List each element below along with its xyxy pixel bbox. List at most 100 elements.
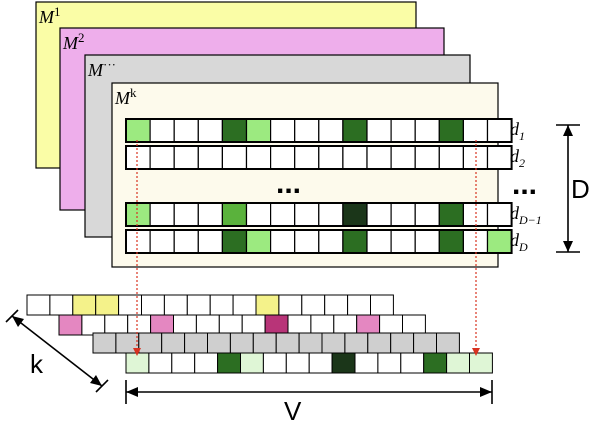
vector-cell	[81, 314, 106, 336]
embedding-vector	[26, 294, 394, 316]
embedding-vector	[92, 332, 460, 354]
matrix-cell	[173, 145, 199, 170]
row-label-subscript: D	[518, 240, 528, 254]
d-down-arrowhead	[563, 241, 573, 252]
matrix-cell	[318, 145, 344, 170]
matrix-row-border	[125, 145, 513, 170]
vector-cell	[436, 332, 460, 354]
matrix-cell	[342, 229, 368, 254]
sheet-superscript: k	[130, 85, 137, 100]
vector-cell	[148, 352, 173, 374]
matrix-cell	[221, 118, 248, 143]
matrix-cell	[197, 229, 224, 254]
vector-cell	[186, 294, 211, 316]
matrix-cell	[366, 229, 392, 254]
matrix-cell	[486, 229, 513, 254]
matrix-cell	[125, 145, 151, 170]
matrix-cell	[390, 118, 416, 143]
matrix-cell	[270, 229, 296, 254]
matrix-cell	[173, 229, 199, 254]
vector-cell	[240, 352, 264, 374]
vector-cell	[127, 314, 152, 336]
matrix-row-border	[125, 118, 513, 143]
matrix-cell	[294, 118, 320, 143]
vector-cell	[138, 332, 163, 354]
embedding-vector	[58, 314, 426, 336]
matrix-cell	[197, 202, 224, 227]
d-up-arrowhead	[563, 125, 573, 136]
vector-cell	[26, 294, 51, 316]
row-label-subscript: D−1	[518, 213, 542, 227]
matrix-cell	[366, 118, 392, 143]
matrix-cell	[342, 118, 368, 143]
row-ellipsis: ...	[276, 167, 301, 200]
vector-cell	[49, 294, 74, 316]
vector-cell	[469, 352, 493, 374]
vector-cell	[347, 294, 372, 316]
matrix-cell	[438, 145, 464, 170]
matrix-cell	[342, 145, 368, 170]
matrix-cell	[318, 202, 344, 227]
vector-cell	[125, 352, 150, 374]
matrix-cell	[173, 202, 199, 227]
matrix-cell	[390, 145, 416, 170]
matrix-cell	[245, 118, 272, 143]
matrix-cell	[270, 145, 296, 170]
matrix-row	[125, 229, 513, 254]
k-dimension-line	[11, 315, 103, 387]
vector-cell	[173, 314, 197, 336]
vector-cell	[310, 314, 335, 336]
matrix-cell	[366, 145, 392, 170]
row-label-subscript: 2	[519, 156, 525, 170]
vector-cell	[161, 332, 186, 354]
vector-cell	[150, 314, 175, 336]
sheet-superscript: 1	[54, 4, 61, 19]
matrix-cell	[197, 118, 224, 143]
matrix-cell	[245, 229, 272, 254]
matrix-cell	[125, 202, 151, 227]
matrix-cell	[318, 229, 344, 254]
sheet-superscript: 2	[78, 30, 85, 45]
vector-cell	[301, 294, 326, 316]
matrix-cell	[149, 118, 175, 143]
embedding-vector	[125, 352, 493, 374]
vector-cell	[402, 314, 426, 336]
matrix-row-border	[125, 202, 513, 227]
vector-cell	[377, 352, 402, 374]
vector-cell	[141, 294, 165, 316]
matrix-row	[125, 202, 513, 227]
vector-cell	[285, 352, 310, 374]
matrix-cell	[221, 202, 248, 227]
v-right-arrowhead	[480, 387, 492, 397]
matrix-cell	[221, 145, 248, 170]
matrix-cell	[294, 202, 320, 227]
matrix-cell	[149, 229, 175, 254]
vector-cell	[58, 314, 83, 336]
vector-cell	[344, 332, 369, 354]
vector-cell	[209, 294, 234, 316]
vector-cell	[118, 294, 142, 316]
k-bottom-arrowhead	[90, 375, 102, 386]
vector-cell	[262, 352, 287, 374]
matrix-cell	[438, 118, 464, 143]
vector-cell	[413, 332, 438, 354]
row-label: dD−1	[510, 203, 542, 227]
matrix-cell	[438, 202, 464, 227]
vector-cell	[354, 352, 379, 374]
row-label-subscript: 1	[519, 129, 525, 143]
vector-cell	[184, 332, 209, 354]
vector-cell	[275, 332, 300, 354]
vector-cell	[218, 314, 243, 336]
matrix-row-border	[125, 229, 513, 254]
matrix-cell	[197, 145, 224, 170]
matrix-cell	[390, 229, 416, 254]
vector-cell	[217, 352, 242, 374]
matrix-cell	[149, 202, 175, 227]
vector-cell	[95, 294, 120, 316]
vector-cell	[379, 314, 404, 336]
matrix-cell	[486, 145, 513, 170]
k-top-arrowhead	[12, 316, 24, 327]
embedding-vectors	[26, 294, 493, 374]
vector-cell	[264, 314, 289, 336]
